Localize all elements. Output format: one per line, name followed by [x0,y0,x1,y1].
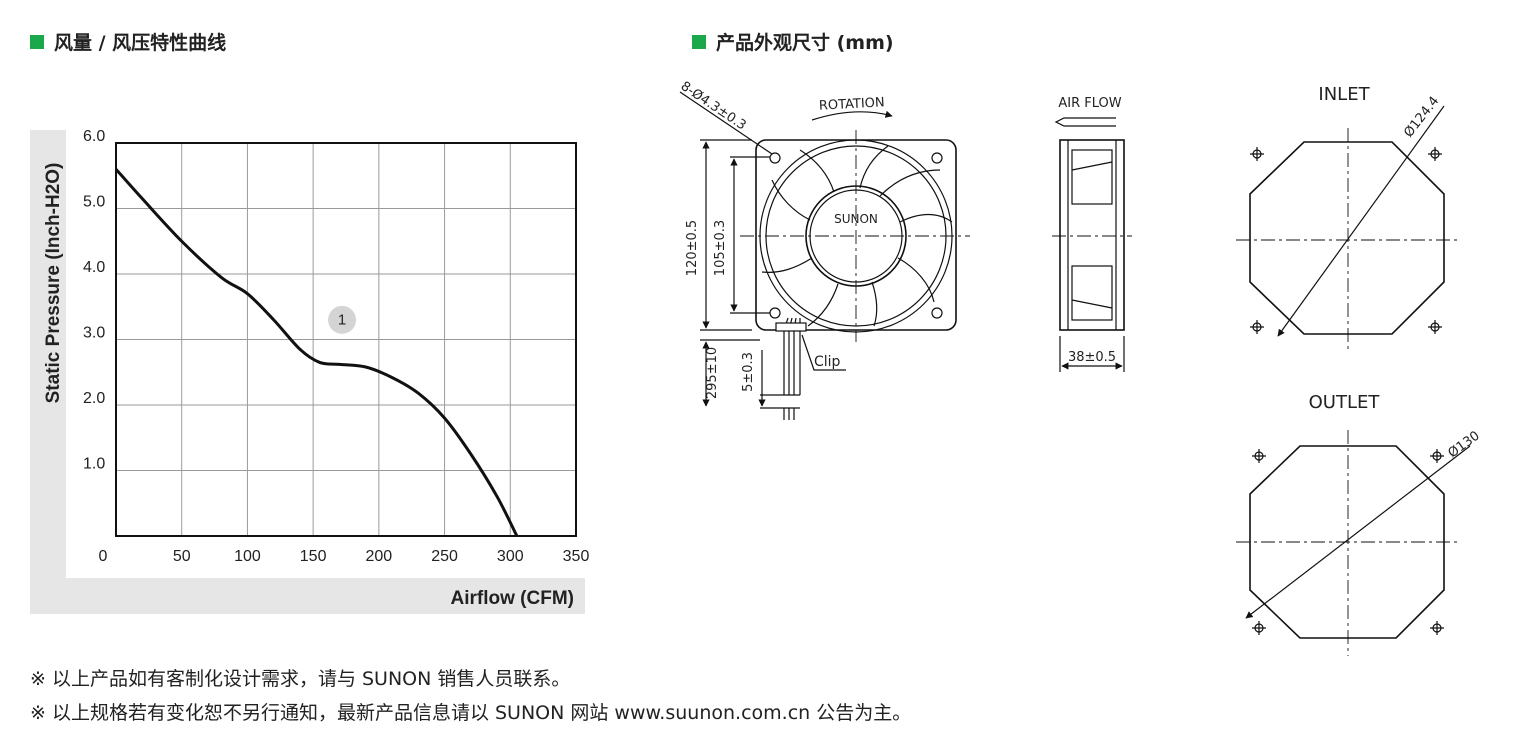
fan-blades [761,145,953,327]
x-tick-label: 0 [99,548,108,565]
inlet-label: INLET [1318,84,1370,105]
y-tick-label: 5.0 [83,194,105,211]
footnote-spec-change: ※ 以上规格若有变化恕不另行通知，最新产品信息请以 SUNON 网站 www.s… [30,702,912,724]
dim-strip-label: 5±0.3 [741,352,756,392]
y-tick-label: 4.0 [83,259,105,276]
green-square-icon [30,34,44,49]
green-square-icon [692,34,706,49]
chart-axis-band-vertical [30,130,66,614]
inlet-view [1236,105,1460,352]
dimensions-heading: 产品外观尺寸 (mm) [692,28,894,55]
y-tick-label: 6.0 [83,128,105,145]
footnotes: ※ 以上产品如有客制化设计需求，请与 SUNON 销售人员联系。 ※ 以上规格若… [30,662,911,730]
footnote-customization: ※ 以上产品如有客制化设计需求，请与 SUNON 销售人员联系。 [30,668,571,690]
series-marker-badge [328,305,357,334]
y-tick-label: 2.0 [83,390,105,407]
front-view [679,91,970,420]
dim-height-label: 120±0.5 [685,220,700,276]
outlet-view [1236,430,1471,656]
x-tick-label: 300 [497,548,524,565]
fan-dimension-drawings: 8-Ø4.3±0.3 ROTATION SUNON 120±0.5 105±0.… [678,79,1483,656]
outlet-diameter-label: Ø130 [1446,429,1483,462]
x-tick-labels: 0 50 100 150 200 250 300 350 [99,548,590,565]
airflow-direction-label: AIR FLOW [1058,96,1121,111]
fan-curve-heading-text: 风量 / 风压特性曲线 [54,32,227,54]
y-tick-label: 1.0 [83,456,105,473]
y-tick-label: 3.0 [83,325,105,342]
x-axis-label: Airflow (CFM) [451,588,574,609]
x-tick-label: 200 [366,548,393,565]
outlet-mount-holes [1252,449,1444,635]
side-view [1052,117,1132,372]
x-tick-label: 350 [563,548,590,565]
brand-label: SUNON [834,212,878,226]
x-tick-label: 50 [173,548,191,565]
rotation-label: ROTATION [819,95,886,113]
x-tick-label: 100 [234,548,261,565]
outlet-label: OUTLET [1309,392,1381,413]
x-tick-label: 150 [300,548,327,565]
dim-hole-spacing-label: 105±0.3 [713,220,728,276]
fan-curve-heading: 风量 / 风压特性曲线 [30,28,226,55]
hole-spec-label: 8-Ø4.3±0.3 [678,79,749,134]
y-tick-labels: 1.0 2.0 3.0 4.0 5.0 6.0 [83,128,105,473]
dim-lead-label: 295±10 [705,347,720,399]
inlet-mount-holes [1250,147,1442,334]
series-marker-label: 1 [338,311,346,328]
y-axis-label: Static Pressure (Inch-H2O) [43,163,64,404]
chart-axis-band-horizontal [66,578,585,614]
pq-curve-line [114,168,519,537]
dim-depth-label: 38±0.5 [1068,350,1116,365]
x-tick-label: 250 [431,548,458,565]
dimensions-heading-text: 产品外观尺寸 (mm) [716,32,894,54]
chart-grid [116,143,576,536]
clip-label: Clip [814,354,841,370]
pq-curve-chart: 0 50 100 150 200 250 300 350 1.0 2.0 3.0 4.0 5.0 6.0… [30,128,590,614]
plot-frame [115,142,577,537]
